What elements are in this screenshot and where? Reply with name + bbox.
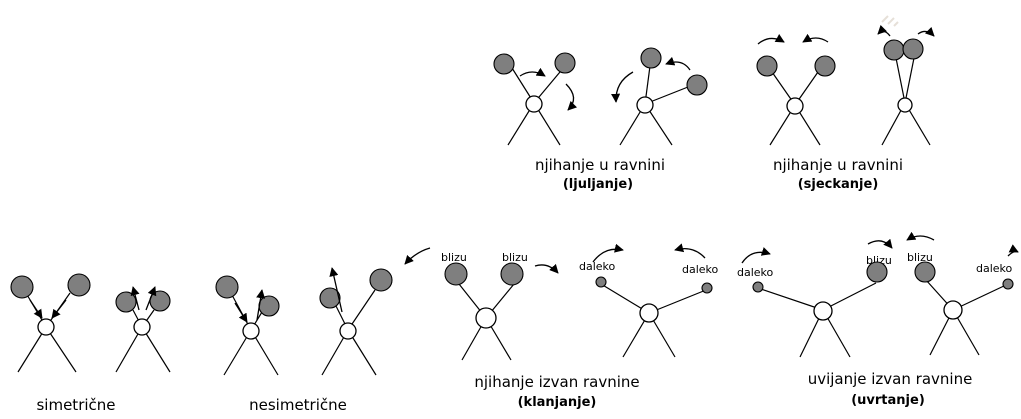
caption-rocking-title: njihanje u ravnini — [535, 156, 665, 174]
watermark-mark — [881, 15, 899, 27]
molecule-symmetric-2 — [115, 286, 171, 373]
outer-atom — [814, 55, 836, 77]
central-atom — [943, 300, 963, 320]
label-near: blizu — [441, 251, 467, 264]
outer-atom — [1002, 278, 1014, 290]
outer-atom — [686, 74, 708, 96]
outer-atom — [215, 275, 239, 299]
caption-scissoring-title: njihanje u ravnini — [773, 156, 903, 174]
motion-arrow — [592, 243, 624, 263]
molecule-asymmetric-2 — [319, 267, 393, 376]
central-atom — [242, 322, 260, 340]
central-atom — [339, 322, 357, 340]
central-atom — [133, 318, 151, 336]
motion-arrow — [1007, 244, 1019, 257]
motion-arrow — [130, 286, 140, 311]
label-far: daleko — [579, 260, 616, 273]
motion-arrow — [741, 247, 771, 264]
motion-arrow — [234, 302, 248, 323]
outer-atom — [883, 39, 905, 61]
motion-arrow — [534, 263, 559, 274]
outer-atom — [914, 261, 936, 283]
molecule-asymmetric — [215, 275, 280, 376]
motion-arrow — [867, 238, 893, 249]
motion-arrow — [51, 299, 67, 319]
outer-atom — [866, 261, 888, 283]
outer-atom — [752, 281, 764, 293]
motion-arrow — [145, 286, 157, 311]
label-far: daleko — [737, 266, 774, 279]
motion-arrow — [404, 247, 431, 265]
motion-arrow — [665, 56, 691, 71]
central-atom — [786, 97, 804, 115]
caption-scissoring-sub: (sjeckanje) — [798, 177, 879, 192]
molecule-twisting-1: daleko blizu — [737, 238, 893, 358]
motion-arrow — [611, 71, 634, 103]
motion-arrow — [757, 33, 785, 45]
outer-atom — [67, 273, 91, 297]
caption-symmetric: simetrične — [36, 396, 115, 414]
outer-atom — [595, 276, 607, 288]
label-far: daleko — [976, 262, 1013, 275]
molecule-symmetric — [10, 273, 91, 373]
label-far: daleko — [682, 263, 719, 276]
molecule-rocking-1 — [493, 52, 578, 146]
central-atom — [475, 307, 497, 329]
outer-atom — [902, 38, 924, 60]
motion-arrow — [674, 243, 706, 259]
caption-rocking-sub: (ljuljanje) — [563, 177, 633, 192]
outer-atom — [149, 290, 171, 312]
outer-atom — [115, 291, 137, 313]
outer-atom — [10, 275, 34, 299]
motion-arrow — [802, 33, 829, 43]
label-near: blizu — [907, 251, 933, 264]
motion-arrow — [256, 289, 266, 321]
caption-twisting-sub: (uvrtanje) — [851, 393, 925, 408]
central-atom — [639, 303, 659, 323]
outer-atom — [319, 287, 341, 309]
motion-arrow — [519, 67, 546, 77]
molecule-wagging-2: daleko daleko — [579, 243, 719, 358]
molecule-wagging-1: blizu blizu — [404, 247, 559, 361]
outer-atom — [493, 53, 515, 75]
central-atom — [813, 301, 833, 321]
outer-atom — [701, 282, 713, 294]
central-atom — [636, 96, 654, 114]
motion-arrow — [329, 267, 343, 313]
molecule-twisting-2: blizu daleko — [906, 231, 1019, 356]
molecule-scissoring-1 — [756, 33, 836, 146]
molecule-scissoring-2 — [877, 15, 935, 146]
caption-twisting-title: uvijanje izvan ravnine — [808, 370, 973, 388]
caption-asymmetric: nesimetrične — [249, 396, 347, 414]
outer-atom — [444, 262, 468, 286]
outer-atom — [554, 52, 576, 74]
outer-atom — [258, 295, 280, 317]
caption-wagging-title: njihanje izvan ravnine — [474, 373, 639, 391]
label-near: blizu — [502, 251, 528, 264]
outer-atom — [369, 268, 393, 292]
central-atom — [525, 95, 543, 113]
motion-arrow — [29, 299, 43, 319]
central-atom — [897, 97, 913, 113]
motion-arrow — [565, 83, 578, 111]
central-atom — [37, 318, 55, 336]
motion-arrow — [877, 24, 891, 37]
outer-atom — [500, 262, 524, 286]
outer-atom — [756, 55, 778, 77]
caption-wagging-sub: (klanjanje) — [518, 395, 597, 410]
motion-arrow — [917, 26, 935, 37]
outer-atom — [640, 47, 662, 69]
motion-arrow — [906, 231, 935, 241]
molecule-rocking-2 — [611, 47, 708, 146]
